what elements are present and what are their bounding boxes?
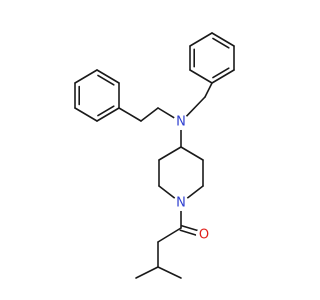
- phenyl-bond-1: [96, 69, 120, 84]
- benzyl-bond-4: [189, 69, 213, 84]
- pip-bond-6: [158, 146, 182, 161]
- atom-o-carbonyl: O: [199, 228, 209, 243]
- methyl-bond-2: [157, 266, 182, 279]
- atom-n-piperidine: N: [176, 196, 186, 211]
- n-piperidine-bg: [173, 195, 189, 211]
- benzyl-bond-6: [189, 32, 213, 47]
- carbonyl-double-a: [179, 229, 198, 237]
- benzyl-bond-3-inner: [212, 67, 230, 79]
- o-carbonyl-bg: [196, 227, 212, 243]
- atom-label-layer: N N O: [173, 114, 212, 243]
- benzyl-bond-1: [211, 32, 235, 47]
- phenyl-bond-4: [74, 107, 98, 122]
- pip-bond-1: [180, 146, 204, 161]
- acyl-bond-1: [157, 227, 182, 243]
- phenyl-bond-3-inner: [97, 105, 115, 117]
- carbonyl-double-b: [180, 224, 199, 232]
- pip-bond-3: [186, 185, 204, 199]
- methyl-bond-1: [135, 266, 159, 279]
- benzyl-bond-1-inner: [212, 37, 230, 49]
- ethyl-bond-1: [118, 107, 142, 122]
- benzyl-bond-3: [211, 69, 235, 84]
- bond-layer: [74, 32, 235, 279]
- ethyl-bond-2: [140, 107, 159, 122]
- pip-bond-4: [158, 185, 176, 199]
- atom-n-amine: N: [176, 115, 186, 130]
- n-amine-bg: [173, 114, 189, 130]
- ethyl-n-bond: [157, 107, 175, 119]
- molecule-structure: N N O: [74, 32, 235, 279]
- phenyl-bond-6: [74, 69, 98, 84]
- phenyl-bond-3: [96, 107, 120, 122]
- benzyl-n-bond: [185, 96, 206, 118]
- structure-canvas: N N O: [74, 32, 235, 279]
- benzyl-ch2-bond: [204, 82, 213, 98]
- phenyl-bond-1-inner: [97, 74, 115, 86]
